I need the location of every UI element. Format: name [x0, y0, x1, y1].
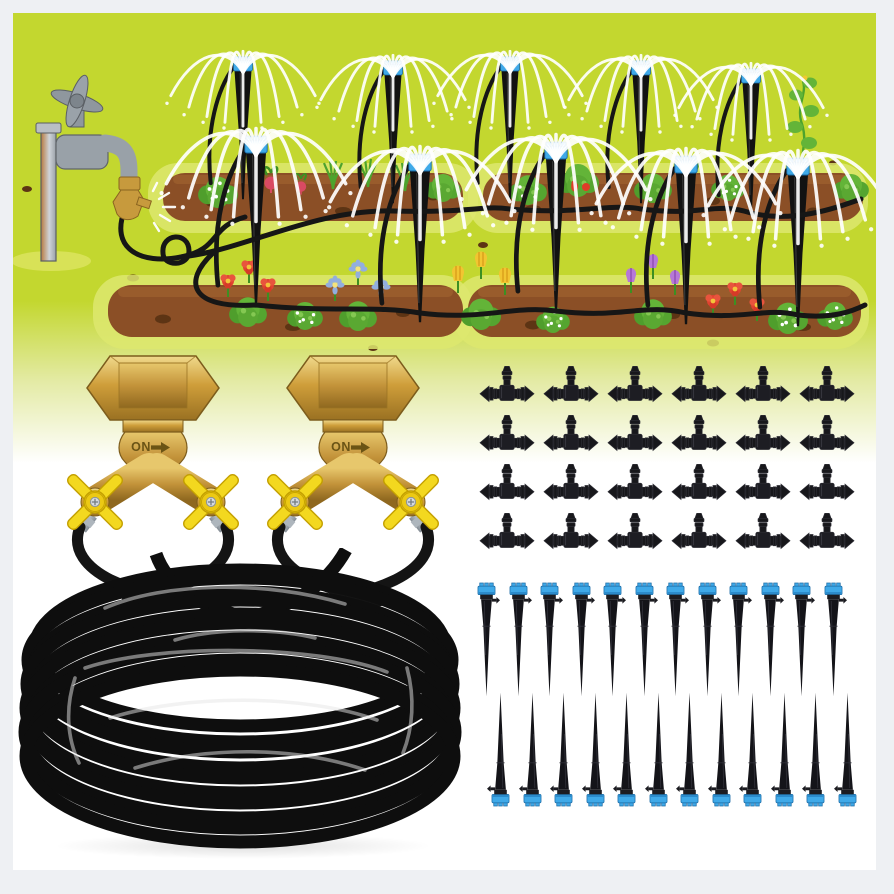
tee-connector — [539, 412, 603, 461]
drip-emitter — [692, 581, 724, 702]
faucet — [13, 74, 177, 271]
tee-connector — [667, 461, 731, 510]
tubing-coil — [18, 548, 462, 849]
tee-connector — [795, 461, 859, 510]
hose-splitter-right: ON — [253, 350, 463, 608]
drip-emitter — [629, 581, 661, 702]
tee-connector — [539, 510, 603, 559]
drip-emitter — [755, 581, 787, 702]
emitter-row-top — [471, 581, 849, 702]
hose-splitter-left: ON — [53, 350, 263, 608]
drip-emitter — [674, 687, 706, 808]
drip-emitter — [723, 581, 755, 702]
irrigation-scene — [13, 49, 876, 351]
tee-connector — [731, 412, 795, 461]
water-splash — [151, 181, 177, 233]
drip-emitter — [503, 581, 535, 702]
drip-emitter — [769, 687, 801, 808]
product-image-card: ON ON — [13, 13, 876, 870]
tee-connector — [539, 363, 603, 412]
right-arrow-icon — [151, 442, 170, 453]
drip-emitter — [800, 687, 832, 808]
drip-emitter — [643, 687, 675, 808]
tee-connector — [795, 412, 859, 461]
drip-emitter — [818, 581, 850, 702]
tee-connector — [603, 363, 667, 412]
tee-connector — [731, 363, 795, 412]
on-label: ON — [331, 440, 351, 454]
drip-emitter — [566, 581, 598, 702]
tee-connector — [731, 510, 795, 559]
tee-connector — [475, 412, 539, 461]
on-label: ON — [131, 440, 151, 454]
tee-connector — [795, 510, 859, 559]
drip-emitter — [471, 581, 503, 702]
drip-emitter — [832, 687, 864, 808]
drip-emitter — [485, 687, 517, 808]
tee-connector — [603, 412, 667, 461]
drip-emitter — [534, 581, 566, 702]
tee-connector — [667, 412, 731, 461]
tee-connector — [539, 461, 603, 510]
tee-connector — [475, 461, 539, 510]
right-arrow-icon — [351, 442, 370, 453]
drip-emitter — [597, 581, 629, 702]
drip-emitter — [706, 687, 738, 808]
tee-connector — [667, 510, 731, 559]
faucet-handle — [50, 74, 104, 128]
tee-connector — [667, 363, 731, 412]
tee-connector-grid — [475, 363, 859, 559]
drip-emitter — [580, 687, 612, 808]
drip-emitter — [611, 687, 643, 808]
emitter-row-bottom — [485, 687, 863, 808]
drip-emitter — [517, 687, 549, 808]
drip-emitter — [786, 581, 818, 702]
tee-connector — [603, 510, 667, 559]
tee-connector — [603, 461, 667, 510]
drip-emitter — [660, 581, 692, 702]
tee-connector — [475, 510, 539, 559]
drip-emitter — [548, 687, 580, 808]
drip-emitter — [737, 687, 769, 808]
tee-connector — [731, 461, 795, 510]
tee-connector — [795, 363, 859, 412]
tee-connector — [475, 363, 539, 412]
